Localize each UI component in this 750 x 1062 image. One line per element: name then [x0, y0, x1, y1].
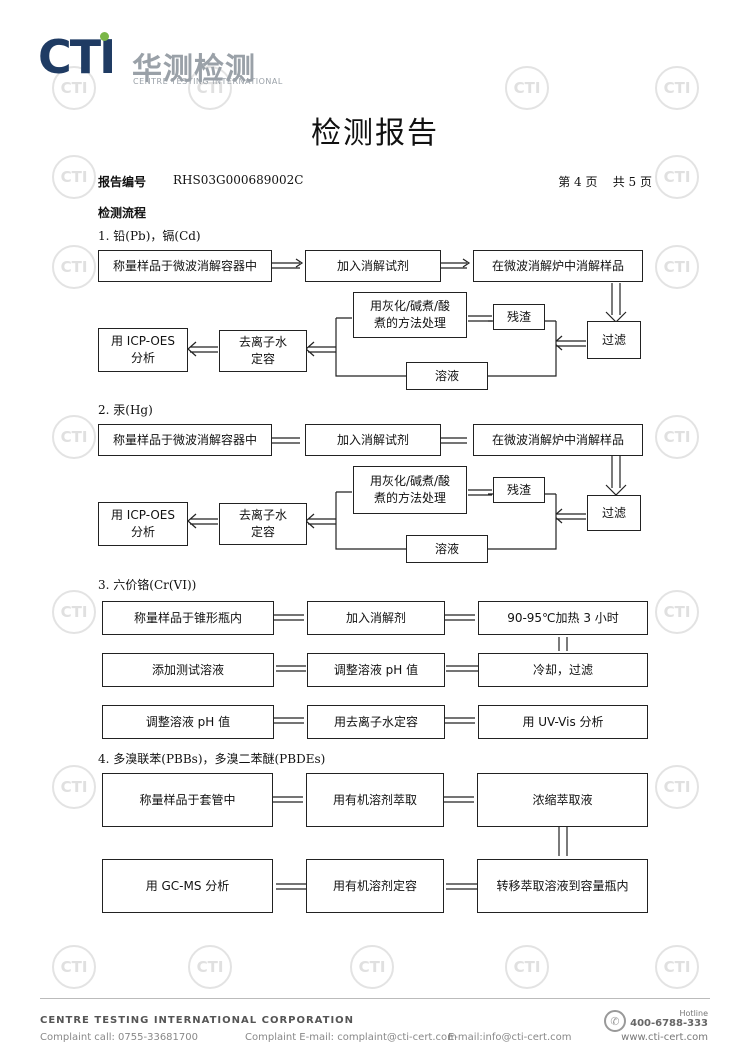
watermark-seal: CTI	[188, 66, 232, 110]
footer-email: E-mail:info@cti-cert.com	[448, 1032, 572, 1043]
s1-step-residue: 残渣	[493, 304, 545, 330]
section-1-heading: 1. 铅(Pb)，镉(Cd)	[98, 229, 201, 243]
footer-divider	[40, 998, 710, 999]
s2-step-digest: 在微波消解炉中消解样品	[473, 424, 643, 456]
s1-step-filter: 过滤	[587, 321, 641, 359]
report-number-label: 报告编号	[98, 175, 147, 189]
logo-english-name: CENTRE TESTING INTERNATIONAL	[133, 77, 283, 86]
section-3-heading: 3. 六价铬(Cr(VI))	[98, 578, 197, 592]
section-2-heading: 2. 汞(Hg)	[98, 403, 153, 417]
footer-hotline-label: Hotline	[679, 1009, 708, 1018]
s2-step-solution: 溶液	[406, 535, 488, 563]
s3-step-add-test-solution: 添加测试溶液	[102, 653, 274, 687]
s1-step-dilute: 去离子水 定容	[219, 330, 307, 372]
page-title: 检测报告	[311, 116, 439, 151]
s1-step-ashing: 用灰化/碱煮/酸 煮的方法处理	[353, 292, 467, 338]
page-info: 第 4 页 共 5 页	[558, 175, 652, 189]
watermark-seal: CTI	[655, 66, 699, 110]
watermark-seal: CTI	[188, 945, 232, 989]
phone-icon: ✆	[604, 1010, 626, 1032]
s4-step-concentrate: 浓缩萃取液	[477, 773, 648, 827]
report-number-value: RHS03G000689002C	[173, 173, 304, 187]
logo-chinese-name: 华测检测	[132, 52, 256, 87]
section-4-heading: 4. 多溴联苯(PBBs)，多溴二苯醚(PBDEs)	[98, 752, 326, 766]
s1-step-weigh: 称量样品于微波消解容器中	[98, 250, 272, 282]
s3-step-add-digestant: 加入消解剂	[307, 601, 445, 635]
process-title: 检测流程	[98, 206, 147, 220]
s2-step-dilute: 去离子水 定容	[219, 503, 307, 545]
watermark-seal: CTI	[52, 66, 96, 110]
footer-website: www.cti-cert.com	[621, 1032, 708, 1043]
watermark-seal: CTI	[505, 66, 549, 110]
s3-step-weigh: 称量样品于锥形瓶内	[102, 601, 274, 635]
s2-step-icp-analysis: 用 ICP-OES 分析	[98, 502, 188, 546]
s4-step-gcms-analysis: 用 GC-MS 分析	[102, 859, 273, 913]
watermark-seal: CTI	[350, 945, 394, 989]
s1-step-digest: 在微波消解炉中消解样品	[473, 250, 643, 282]
watermark-seal: CTI	[655, 155, 699, 199]
s2-step-filter: 过滤	[587, 495, 641, 531]
s1-step-add-reagent: 加入消解试剂	[305, 250, 441, 282]
watermark-seal: CTI	[505, 945, 549, 989]
s4-step-transfer: 转移萃取溶液到容量瓶内	[477, 859, 648, 913]
s2-step-add-reagent: 加入消解试剂	[305, 424, 441, 456]
s3-step-adjust-ph: 调整溶液 pH 值	[307, 653, 445, 687]
watermark-seal: CTI	[52, 415, 96, 459]
watermark-seal: CTI	[655, 590, 699, 634]
s3-step-adjust-ph-2: 调整溶液 pH 值	[102, 705, 274, 739]
s4-step-extract: 用有机溶剂萃取	[306, 773, 444, 827]
footer-company: CENTRE TESTING INTERNATIONAL CORPORATION	[40, 1015, 355, 1026]
s1-step-icp-analysis: 用 ICP-OES 分析	[98, 328, 188, 372]
s3-step-uv-analysis: 用 UV-Vis 分析	[478, 705, 648, 739]
s2-step-weigh: 称量样品于微波消解容器中	[98, 424, 272, 456]
footer-complaint-call: Complaint call: 0755-33681700	[40, 1032, 198, 1043]
s3-step-dilute: 用去离子水定容	[307, 705, 445, 739]
watermark-seal: CTI	[52, 155, 96, 199]
watermark-seal: CTI	[52, 590, 96, 634]
watermark-seal: CTI	[655, 765, 699, 809]
footer-hotline-number: 400-6788-333	[630, 1018, 708, 1029]
watermark-seal: CTI	[655, 415, 699, 459]
s1-step-solution: 溶液	[406, 362, 488, 390]
watermark-seal: CTI	[655, 245, 699, 289]
s4-step-dilute: 用有机溶剂定容	[306, 859, 444, 913]
watermark-seal: CTI	[52, 945, 96, 989]
s3-step-heat: 90-95℃加热 3 小时	[478, 601, 648, 635]
s4-step-weigh: 称量样品于套管中	[102, 773, 273, 827]
s2-step-ashing: 用灰化/碱煮/酸 煮的方法处理	[353, 466, 467, 514]
watermark-seal: CTI	[655, 945, 699, 989]
footer-complaint-email: Complaint E-mail: complaint@cti-cert.com	[245, 1032, 457, 1043]
s2-step-residue: 残渣	[493, 477, 545, 503]
watermark-seal: CTI	[52, 765, 96, 809]
logo-dot-icon	[100, 32, 109, 41]
watermark-seal: CTI	[52, 245, 96, 289]
s3-step-cool-filter: 冷却，过滤	[478, 653, 648, 687]
